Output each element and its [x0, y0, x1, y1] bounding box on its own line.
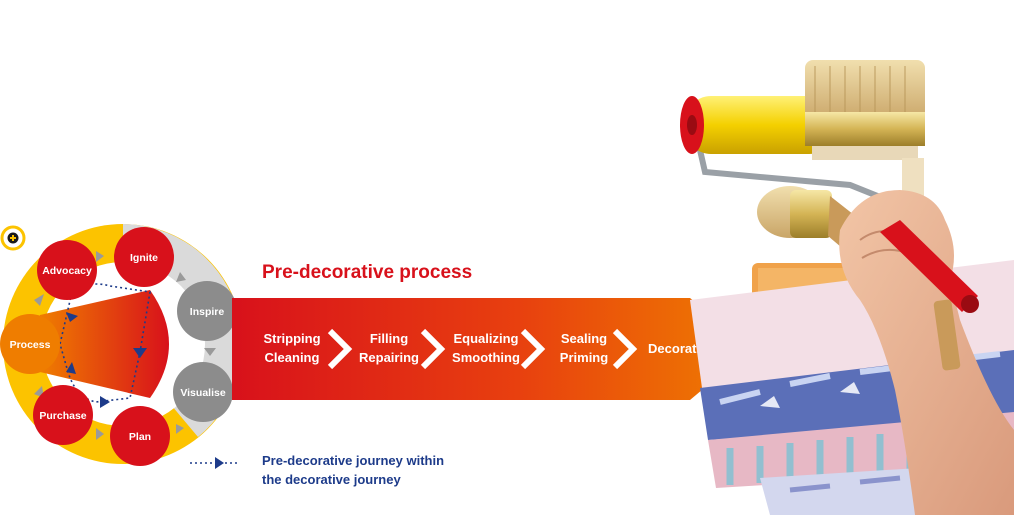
plus-icon[interactable]	[0, 225, 26, 251]
step-3-line-2: Smoothing	[452, 350, 520, 365]
loop-arrow-left	[100, 396, 110, 408]
node-inspire[interactable]	[177, 281, 237, 341]
step-2-line-1: Filling	[370, 331, 408, 346]
step-1-line-1: Stripping	[263, 331, 320, 346]
node-advocacy-label: Advocacy	[42, 265, 92, 277]
step-labels: Stripping Cleaning Filling Repairing Equ…	[263, 331, 716, 365]
journey-wheel: Advocacy Ignite Inspire Visualise Plan P…	[0, 224, 243, 466]
node-plan[interactable]	[110, 406, 170, 466]
chevron-4-icon	[612, 328, 638, 370]
legend-arrow-icon	[215, 457, 224, 469]
node-ignite[interactable]	[114, 227, 174, 287]
pre-decorative-title: Pre-decorative process	[262, 262, 472, 283]
wheel-arrow-1	[96, 251, 104, 262]
wheel-arrow-7	[34, 294, 44, 306]
step-chevrons	[327, 328, 638, 370]
node-purchase-label: Purchase	[39, 410, 86, 422]
step-3-line-1: Equalizing	[454, 331, 519, 346]
node-process-label: Process	[10, 339, 51, 351]
node-advocacy[interactable]	[37, 240, 97, 300]
step-4-line-2: Priming	[560, 350, 608, 365]
chevron-3-icon	[520, 328, 546, 370]
loop-arrow-up-low	[66, 362, 76, 374]
round-brush-ferrule	[790, 190, 832, 238]
step-1-line-2: Cleaning	[265, 350, 320, 365]
wheel-arrow-2	[176, 272, 186, 282]
node-process[interactable]	[0, 314, 60, 374]
wheel-arrow-4	[176, 424, 184, 434]
hand-arm	[839, 190, 1014, 515]
wheel-arrow-3	[204, 348, 216, 356]
node-ignite-label: Ignite	[130, 252, 158, 264]
process-arrow	[232, 298, 752, 400]
roller-handle	[880, 220, 978, 312]
legend-line-1: Pre-decorative journey within	[262, 453, 444, 468]
brush-handle-lower	[933, 299, 961, 371]
legend-line-2: the decorative journey	[262, 472, 401, 487]
chevron-1-icon	[327, 328, 353, 370]
node-inspire-label: Inspire	[190, 306, 225, 318]
loop-arrow-up-high	[66, 312, 78, 322]
chevron-2-icon	[420, 328, 446, 370]
node-plan-label: Plan	[129, 431, 151, 443]
node-visualise-label: Visualise	[180, 387, 225, 399]
wide-brush-bristles	[805, 60, 925, 122]
wallpaper-blue-pattern	[719, 351, 1001, 405]
step-2-line-2: Repairing	[359, 350, 419, 365]
legend: Pre-decorative journey within the decora…	[190, 453, 444, 487]
node-visualise[interactable]	[173, 362, 233, 422]
process-arrow-body	[232, 298, 752, 400]
step-4-line-1: Sealing	[561, 331, 607, 346]
wide-brush-block	[812, 146, 918, 160]
loop-arrow-down	[133, 348, 147, 358]
node-purchase[interactable]	[33, 385, 93, 445]
painting-tools-photo	[680, 60, 1014, 515]
wheel-arrow-5	[96, 428, 104, 440]
wide-brush-ferrule	[805, 112, 925, 146]
roller-sleeve	[685, 96, 835, 154]
